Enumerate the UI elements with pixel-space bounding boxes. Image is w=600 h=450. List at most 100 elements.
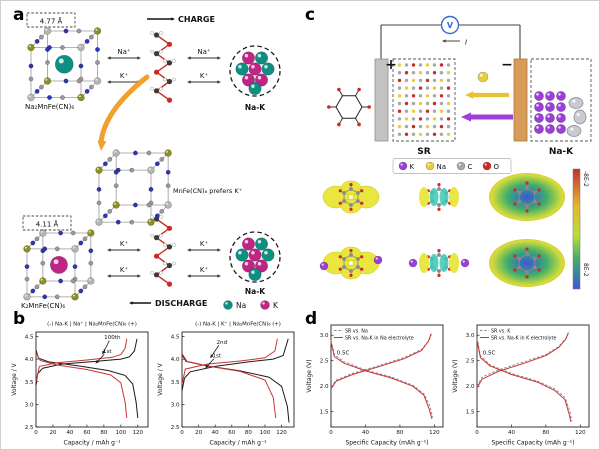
- panel-b-label: b: [13, 309, 26, 329]
- svg-text:Voltage / V: Voltage / V: [157, 362, 164, 395]
- svg-text:3.5: 3.5: [25, 380, 34, 386]
- svg-text:2.5: 2.5: [320, 359, 329, 365]
- svg-text:Specific Capacity (mAh g⁻¹): Specific Capacity (mAh g⁻¹): [345, 440, 428, 447]
- svg-text:SR vs. K: SR vs. K: [491, 328, 511, 334]
- svg-text:2.5: 2.5: [466, 359, 475, 365]
- legend-na-label: Na: [236, 301, 246, 310]
- svg-text:2nd: 2nd: [216, 340, 227, 346]
- svg-text:SR vs. Na: SR vs. Na: [345, 328, 368, 334]
- svg-text:40: 40: [508, 430, 515, 436]
- svg-text:80: 80: [100, 430, 107, 436]
- svg-text:(-) Na-K | Na⁺ | Na₂MnFe(CN)₆: (-) Na-K | Na⁺ | Na₂MnFe(CN)₆ (+): [47, 321, 137, 328]
- na-ion-label: Na⁺: [117, 48, 131, 56]
- legend-c-label: C: [468, 163, 473, 171]
- colorbar-min-label: 8E-2: [582, 263, 589, 277]
- legend-k-label: K: [410, 163, 415, 171]
- svg-text:80: 80: [245, 430, 252, 436]
- plus-terminal: +: [385, 57, 397, 73]
- panel-a-label: a: [13, 5, 25, 25]
- svg-text:120: 120: [133, 430, 144, 436]
- svg-text:120: 120: [429, 430, 440, 436]
- panel-d-label: d: [305, 309, 318, 329]
- legend-k-label: K: [273, 301, 279, 310]
- k-ion-label: K⁺: [120, 240, 129, 248]
- lattice-na-box: [26, 12, 76, 28]
- svg-text:4.0: 4.0: [171, 357, 180, 363]
- svg-text:1st: 1st: [103, 349, 112, 355]
- legend-o-label: O: [494, 163, 500, 171]
- svg-text:2.0: 2.0: [320, 384, 329, 390]
- svg-text:Voltage (V): Voltage (V): [306, 359, 313, 392]
- svg-text:0.5C: 0.5C: [337, 351, 350, 357]
- svg-text:Voltage / V: Voltage / V: [11, 362, 18, 395]
- svg-text:3.0: 3.0: [171, 402, 180, 408]
- chart-b-right: 0 20 40 60 80 100 120 2.5 3.0 3.5 4.0 4.5 (-) Na-K |…: [155, 317, 301, 449]
- svg-text:1.5: 1.5: [320, 410, 329, 416]
- svg-text:4.5: 4.5: [171, 335, 180, 341]
- charge-label: CHARGE: [178, 15, 215, 24]
- svg-text:0: 0: [475, 430, 479, 436]
- sr-electrode-label: SR: [417, 147, 430, 157]
- panel-c-decorations: [319, 15, 592, 290]
- svg-text:1st: 1st: [213, 353, 222, 359]
- k-ion-label: K⁺: [120, 266, 129, 274]
- panel-c-schematic: V I + − SR Na-K K Na C O -8E-2 8E-2: [319, 15, 592, 290]
- svg-text:4.0: 4.0: [25, 357, 34, 363]
- svg-text:SR vs. Na-K in Na electrolyte: SR vs. Na-K in Na electrolyte: [345, 335, 414, 341]
- legend-na-label: Na: [437, 163, 447, 171]
- svg-text:0: 0: [329, 430, 333, 436]
- alloy-label-bottom: Na-K: [245, 287, 266, 296]
- current-label: I: [465, 39, 467, 47]
- prefers-k-label: MnFe(CN)₆ prefers K⁺: [173, 187, 242, 195]
- svg-text:40: 40: [66, 430, 73, 436]
- svg-text:0: 0: [180, 430, 184, 436]
- svg-text:1.5: 1.5: [466, 410, 475, 416]
- colorbar-max-label: -8E-2: [582, 171, 589, 187]
- chart-canvas-b2: 0 20 40 60 80 100 120 2.5 3.0 3.5 4.0 4.5 (-) Na-K |…: [157, 321, 295, 447]
- svg-text:0.5C: 0.5C: [483, 351, 496, 357]
- panel-a-decorations: [23, 17, 281, 310]
- svg-text:Capacity / mAh g⁻¹: Capacity / mAh g⁻¹: [63, 440, 121, 447]
- svg-text:3.0: 3.0: [25, 402, 34, 408]
- svg-text:0: 0: [34, 430, 38, 436]
- svg-text:120: 120: [276, 430, 287, 436]
- svg-text:2.5: 2.5: [25, 425, 34, 431]
- discharge-label: DISCHARGE: [155, 299, 207, 308]
- k-ion-label: K⁺: [200, 72, 209, 80]
- svg-text:80: 80: [396, 430, 403, 436]
- svg-text:60: 60: [228, 430, 235, 436]
- svg-text:2.5: 2.5: [171, 425, 180, 431]
- panel-a-schematic: 4.77 Å 4.11 Å CHARGE DISCHARGE Na₂MnFe(C…: [21, 12, 281, 310]
- svg-text:3.0: 3.0: [320, 333, 329, 339]
- svg-text:100th: 100th: [104, 335, 121, 341]
- lattice-na-label: 4.77 Å: [40, 17, 63, 26]
- compound-na-label: Na₂MnFe(CN)₆: [25, 103, 74, 111]
- svg-text:3.5: 3.5: [171, 380, 180, 386]
- svg-text:2.0: 2.0: [466, 384, 475, 390]
- svg-text:Capacity / mAh g⁻¹: Capacity / mAh g⁻¹: [209, 440, 267, 447]
- svg-text:4.5: 4.5: [25, 335, 34, 341]
- svg-text:80: 80: [542, 430, 549, 436]
- voltmeter-label: V: [447, 21, 454, 30]
- na-ion-label: Na⁺: [197, 48, 211, 56]
- svg-text:40: 40: [212, 430, 219, 436]
- svg-text:20: 20: [195, 430, 202, 436]
- svg-text:100: 100: [116, 430, 127, 436]
- svg-text:100: 100: [260, 430, 271, 436]
- lattice-k-box: [22, 215, 72, 231]
- svg-text:Voltage (V): Voltage (V): [452, 359, 459, 392]
- compound-k-label: K₂MnFe(CN)₆: [21, 302, 65, 310]
- lattice-k-label: 4.11 Å: [36, 220, 59, 229]
- svg-text:40: 40: [362, 430, 369, 436]
- svg-text:(-) Na-K | K⁺ | Na₂MnFe(CN)₆ (: (-) Na-K | K⁺ | Na₂MnFe(CN)₆ (+): [195, 321, 281, 328]
- svg-text:60: 60: [83, 430, 90, 436]
- svg-text:Specific Capacity (mAh g⁻¹): Specific Capacity (mAh g⁻¹): [491, 440, 574, 447]
- nak-electrode-label: Na-K: [549, 147, 574, 157]
- k-ion-label: K⁺: [200, 266, 209, 274]
